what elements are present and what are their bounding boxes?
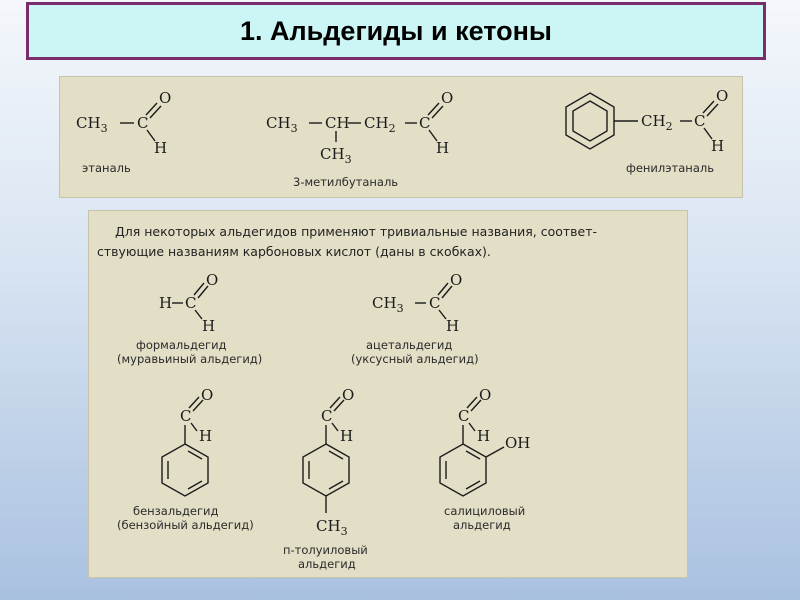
bottom-structures-panel: Для некоторых альдегидов применяют триви…	[88, 210, 688, 578]
fa-h-bond	[194, 309, 203, 320]
sa-h-bond	[468, 422, 476, 432]
phenylethanal-structure: CH2 C O H фенилэтаналь	[565, 87, 728, 175]
ethanal-h: H	[154, 139, 167, 157]
mb-ch: CH	[325, 114, 350, 132]
ethanal-double-bond-b	[149, 105, 162, 119]
ethanal-ch3: CH3	[76, 114, 108, 135]
tl-label-1: п-толуиловый	[283, 543, 368, 557]
bz-ring-icon	[161, 443, 209, 497]
bz-h: H	[199, 427, 212, 445]
sa-oh: OH	[505, 434, 530, 452]
tl-h: H	[340, 427, 353, 445]
mb-o: O	[441, 89, 453, 107]
pe-c: C	[694, 112, 705, 130]
aa-c: C	[429, 294, 440, 312]
bz-ring-db-1	[187, 450, 203, 460]
pe-h: H	[711, 137, 724, 155]
pe-ch2: CH2	[641, 112, 673, 133]
sa-double-bond-b	[470, 399, 482, 412]
bz-h-bond	[190, 422, 198, 432]
tl-ch3: CH3	[316, 517, 348, 538]
sa-double-bond-a	[466, 396, 478, 409]
bz-ring-db-2	[187, 480, 203, 490]
fa-h-left: H	[159, 294, 172, 312]
pe-h-bond	[703, 127, 713, 140]
mb-c: C	[419, 114, 430, 132]
bz-double-bond-b	[192, 399, 204, 412]
aa-label-2: (уксусный альдегид)	[351, 352, 479, 366]
ethanal-h-bond	[146, 129, 156, 142]
salicylic-aldehyde-structure: C O H OH салициловый альдегид	[439, 386, 530, 532]
bz-o: O	[201, 386, 213, 404]
fa-o: O	[206, 271, 218, 289]
aa-ch3: CH3	[372, 294, 404, 315]
tl-ring-icon	[302, 443, 350, 497]
top-structures-svg: CH3 C O H этаналь CH3 CH CH2 C O H CH3	[76, 87, 728, 189]
sa-ring-db-1	[465, 450, 481, 460]
fa-c: C	[185, 294, 196, 312]
aa-h: H	[446, 317, 459, 335]
mb-double-bond-b	[431, 105, 444, 119]
benzene-ring-icon	[565, 92, 615, 150]
mb-h: H	[436, 139, 449, 157]
intro-line-2: ствующие названиям карбоновых кислот (да…	[97, 244, 491, 259]
tl-ring-db-1	[328, 450, 344, 460]
aa-o: O	[450, 271, 462, 289]
pe-label: фенилэтаналь	[626, 161, 714, 175]
formaldehyde-structure: H C O H формальдегид (муравьиный альдеги…	[117, 271, 262, 366]
sa-label-1: салициловый	[444, 504, 525, 518]
sa-oh-bond	[485, 446, 505, 458]
mb-label: 3-метилбутаналь	[293, 175, 398, 189]
fa-h: H	[202, 317, 215, 335]
bz-label-1: бензальдегид	[133, 504, 219, 518]
tl-double-bond-b	[333, 399, 345, 412]
fa-double-bond-b	[197, 285, 209, 299]
ethanal-double-bond-a	[145, 102, 158, 116]
bottom-structures-svg: Для некоторых альдегидов применяют триви…	[97, 224, 597, 571]
mb-ch2: CH2	[364, 114, 396, 135]
tl-double-bond-a	[329, 396, 341, 409]
fa-double-bond-a	[193, 282, 205, 296]
intro-line-1: Для некоторых альдегидов применяют триви…	[115, 224, 597, 239]
ethanal-o: O	[159, 89, 171, 107]
mb-double-bond-a	[427, 102, 440, 116]
top-structures-panel: CH3 C O H этаналь CH3 CH CH2 C O H CH3	[59, 76, 743, 198]
sa-o: O	[479, 386, 491, 404]
benzaldehyde-structure: C O H бензальдегид (бензойный альдегид)	[117, 386, 254, 532]
sa-ring-db-2	[465, 480, 481, 490]
mb-h-bond	[428, 129, 438, 142]
mb-ch3: CH3	[266, 114, 298, 135]
mb-ch3-branch: CH3	[320, 145, 352, 166]
tl-ring-db-2	[328, 480, 344, 490]
tl-h-bond	[331, 422, 339, 432]
aa-label-1: ацетальдегид	[366, 338, 452, 352]
sa-c: C	[458, 407, 469, 425]
bz-c: C	[180, 407, 191, 425]
fa-label-1: формальдегид	[136, 338, 227, 352]
tl-o: O	[342, 386, 354, 404]
pe-double-bond-b	[706, 103, 719, 117]
sa-label-2: альдегид	[453, 518, 511, 532]
tl-c: C	[321, 407, 332, 425]
bz-double-bond-a	[188, 396, 200, 409]
ethanal-structure: CH3 C O H этаналь	[76, 89, 171, 175]
toluic-aldehyde-structure: C O H CH3 п-толуиловый альдегид	[283, 386, 368, 571]
fa-label-2: (муравьиный альдегид)	[117, 352, 262, 366]
sa-h: H	[477, 427, 490, 445]
methylbutanal-structure: CH3 CH CH2 C O H CH3 3-метилбутаналь	[266, 89, 453, 189]
pe-double-bond-a	[702, 100, 715, 114]
ethanal-c: C	[137, 114, 148, 132]
title-box: 1. Альдегиды и кетоны	[26, 2, 766, 60]
benzene-inner-ring	[572, 100, 608, 142]
acetaldehyde-structure: CH3 C O H ацетальдегид (уксусный альдеги…	[351, 271, 479, 366]
pe-o: O	[716, 87, 728, 105]
tl-label-2: альдегид	[298, 557, 356, 571]
slide-title: 1. Альдегиды и кетоны	[240, 15, 552, 46]
aa-double-bond-a	[437, 282, 449, 296]
aa-double-bond-b	[441, 285, 453, 299]
aa-h-bond	[438, 309, 447, 320]
ethanal-label: этаналь	[82, 161, 131, 175]
bz-label-2: (бензойный альдегид)	[117, 518, 254, 532]
sa-ring-icon	[439, 443, 487, 497]
